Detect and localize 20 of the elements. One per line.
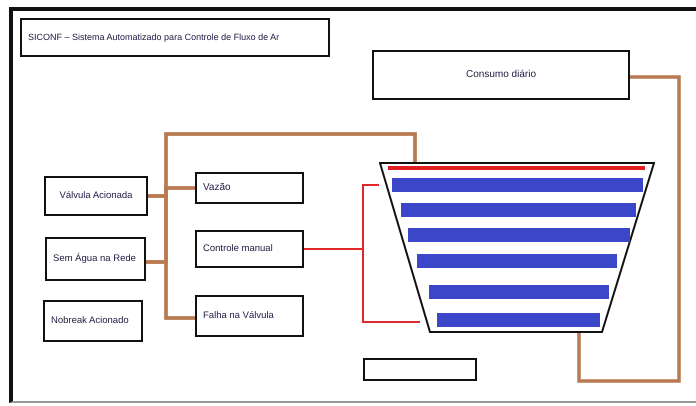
process-box bbox=[43, 300, 143, 342]
node-label: Controle manual bbox=[203, 243, 273, 255]
process-box bbox=[195, 295, 304, 337]
connector-line bbox=[303, 184, 421, 323]
node-label: Válvula Acionada bbox=[60, 190, 132, 202]
process-box bbox=[195, 230, 304, 268]
node-label: Vazão bbox=[203, 182, 231, 194]
node-label: Nobreak Acionado bbox=[51, 315, 129, 327]
node-label: Sem Água na Rede bbox=[53, 253, 136, 265]
empty-box bbox=[363, 358, 477, 381]
connector-line bbox=[146, 132, 417, 264]
node-label: Falha na Válvula bbox=[203, 310, 274, 322]
process-box bbox=[45, 237, 146, 281]
node-label: Consumo diário bbox=[466, 68, 536, 82]
node-label: SICONF – Sistema Automatizado para Controle de Fluxo de Ar bbox=[28, 32, 280, 44]
connector-line bbox=[577, 75, 681, 383]
process-box bbox=[372, 50, 630, 100]
process-box bbox=[195, 172, 304, 204]
title-box bbox=[20, 18, 330, 57]
process-box bbox=[44, 176, 148, 216]
